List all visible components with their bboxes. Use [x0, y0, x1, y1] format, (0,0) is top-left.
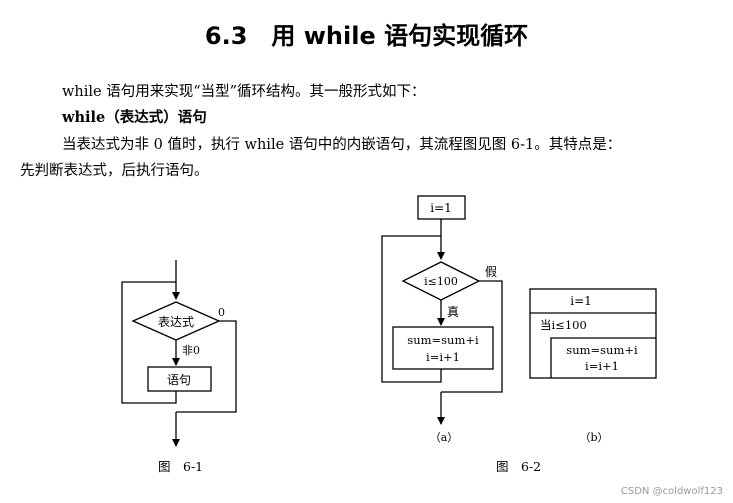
- caption-6-1: 图 6-1: [158, 459, 204, 474]
- figure-6-1: [121, 260, 237, 447]
- ns-body-line-1: sum=sum+i: [566, 343, 638, 357]
- feature-line: 先判断表达式，后执行语句。: [20, 163, 209, 179]
- section-title: 用 while 语句实现循环: [271, 22, 529, 50]
- ns-body-line-2: i=i+1: [585, 359, 619, 373]
- ns-outer-box: [529, 288, 657, 379]
- watermark: CSDN @coldwolf123: [620, 486, 723, 497]
- true-label: 真: [447, 305, 459, 319]
- statement-box: [147, 366, 212, 392]
- statement-label: 语句: [167, 373, 191, 387]
- label-a: （a）: [430, 431, 459, 444]
- condition-label: i≤100: [424, 275, 458, 288]
- ns-init-label: i=1: [570, 294, 592, 308]
- body-line-2: i=i+1: [426, 350, 460, 364]
- init-label: i=1: [430, 201, 452, 215]
- intro-line: while 语句用来实现“当型”循环结构。其一般形式如下：: [62, 84, 426, 100]
- true-label: 非0: [182, 344, 200, 357]
- figure-6-2a: [381, 195, 503, 425]
- figure-6-2b: [529, 288, 657, 379]
- section-heading: 6.3 用 while 语句实现循环: [0, 16, 733, 51]
- syntax-line: while（表达式）语句: [62, 109, 207, 126]
- false-label: 假: [485, 265, 497, 279]
- false-label: 0: [218, 306, 225, 319]
- caption-6-2: 图 6-2: [496, 459, 542, 474]
- description-line: 当表达式为非 0 值时，执行 while 语句中的内嵌语句，其流程图见图 6-1…: [62, 137, 622, 153]
- section-number: 6.3: [204, 22, 248, 50]
- label-b: （b）: [579, 431, 608, 444]
- condition-label: 表达式: [158, 315, 194, 329]
- ns-loop-label: 当i≤100: [540, 318, 587, 332]
- body-line-1: sum=sum+i: [407, 333, 479, 347]
- loop-body-box: [392, 326, 494, 370]
